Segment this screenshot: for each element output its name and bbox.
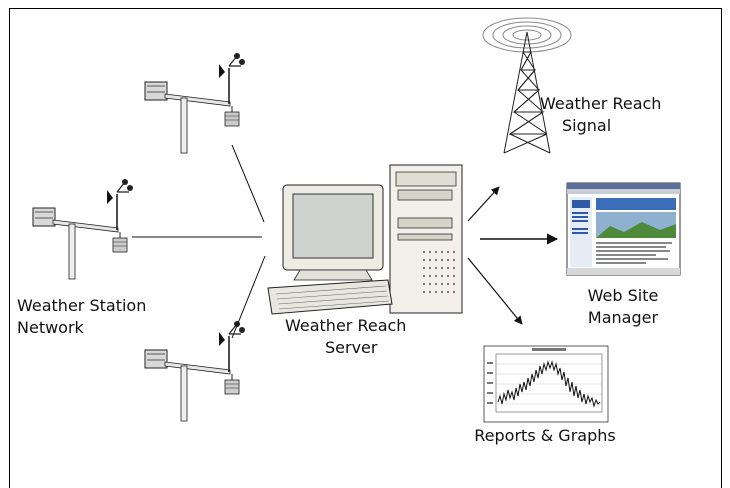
desktop-computer-icon <box>267 164 463 315</box>
diagram-frame <box>9 8 722 488</box>
signal-label: Weather Reach Signal <box>540 94 662 135</box>
station-link-top <box>231 144 265 223</box>
station-link-bottom <box>231 255 266 339</box>
radio-tower-icon <box>482 17 572 154</box>
server-label: Weather Reach Server <box>285 316 407 357</box>
website-label: Web Site Manager <box>587 286 659 327</box>
arrow-to-signal <box>467 186 500 222</box>
arrow-to-reports <box>467 257 523 325</box>
web-browser-icon <box>566 182 681 276</box>
weather-station-icon-middle <box>32 178 134 280</box>
station-label: Weather Station Network <box>17 296 147 337</box>
reports-label: Reports & Graphs <box>474 426 616 445</box>
line-graph-icon <box>483 345 609 423</box>
weather-station-icon-top <box>144 52 246 154</box>
